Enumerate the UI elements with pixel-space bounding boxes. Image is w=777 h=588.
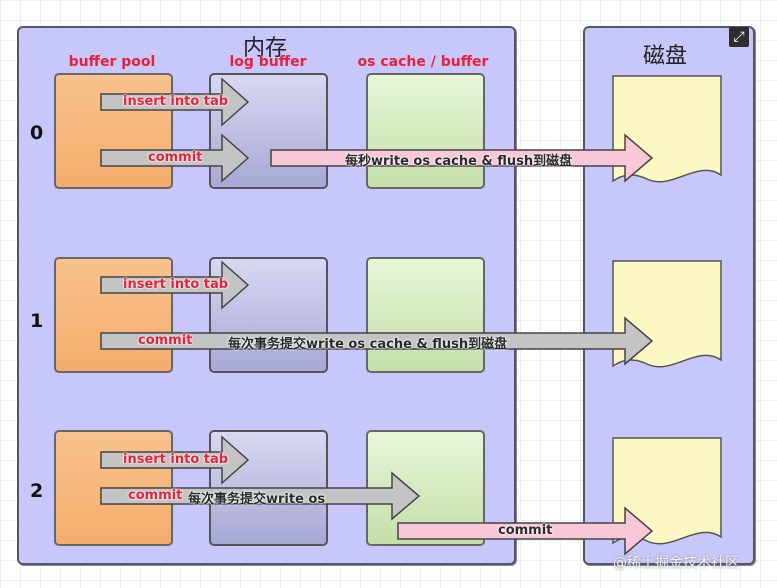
row-number-2: 2 xyxy=(30,480,44,502)
os-cache-box-0 xyxy=(366,73,485,189)
insert-label-2: insert into tab xyxy=(123,452,229,467)
write-label-2: 每次事务提交write os xyxy=(188,492,326,507)
flush-label-0: 每秒write os cache & flush到磁盘 xyxy=(345,154,573,169)
insert-arrow-2 xyxy=(100,435,250,485)
commit-write-arrow-2 xyxy=(100,471,421,521)
commit-flush-label-2: commit xyxy=(498,523,553,538)
insert-arrow-1 xyxy=(100,260,250,310)
insert-label-1: insert into tab xyxy=(123,277,229,292)
commit-flush-arrow-1 xyxy=(100,316,654,366)
column-heading-buffer-pool: buffer pool xyxy=(68,54,156,70)
column-heading-log-buffer: log buffer xyxy=(229,54,307,70)
flush-label-1: 每次事务提交write os cache & flush到磁盘 xyxy=(228,337,508,352)
memory-title: 内存 xyxy=(242,36,287,61)
expand-icon[interactable]: ⤢ xyxy=(729,27,749,47)
insert-arrow-0 xyxy=(100,77,250,127)
column-heading-os-cache: os cache / buffer xyxy=(357,54,489,70)
flush-arrow-0 xyxy=(270,133,654,183)
os-cache-box-1 xyxy=(366,257,485,373)
buffer-pool-box-0 xyxy=(54,73,173,189)
commit-label-1: commit xyxy=(138,333,193,348)
row-number-1: 1 xyxy=(30,310,44,332)
commit-label-0: commit xyxy=(148,150,203,165)
insert-label-0: insert into tab xyxy=(123,94,229,109)
commit-flush-arrow-2 xyxy=(397,506,654,556)
commit-label-2: commit xyxy=(128,488,183,503)
row-number-0: 0 xyxy=(30,122,44,144)
disk-title: 磁盘 xyxy=(642,44,687,69)
watermark: @稀土掘金技术社区 xyxy=(613,555,739,571)
commit-arrow-0 xyxy=(100,133,250,183)
